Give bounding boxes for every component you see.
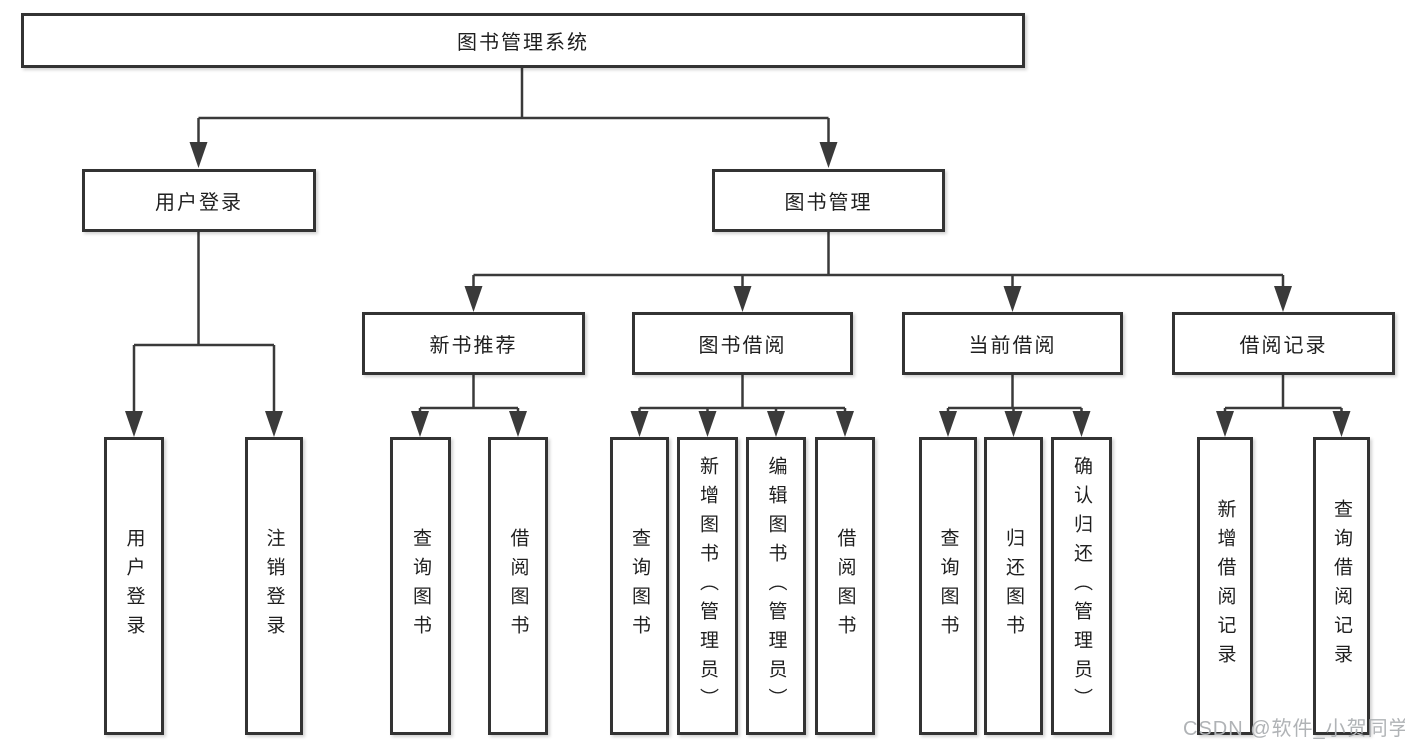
watermark: CSDN @软件_小贺同学 bbox=[1183, 718, 1405, 740]
node-leaf-query-books-recommend: 查询图书 bbox=[390, 437, 451, 735]
node-leaf-return-books: 归还图书 bbox=[984, 437, 1043, 735]
node-current-borrowing: 当前借阅 bbox=[902, 312, 1123, 375]
node-leaf-logout: 注销登录 bbox=[245, 437, 303, 735]
node-new-book-recommendation: 新书推荐 bbox=[362, 312, 585, 375]
node-user-login: 用户登录 bbox=[82, 169, 316, 232]
node-leaf-add-books-admin: 新增图书（管理员） bbox=[677, 437, 738, 735]
node-leaf-query-books-current: 查询图书 bbox=[919, 437, 977, 735]
node-leaf-edit-books-admin: 编辑图书（管理员） bbox=[746, 437, 806, 735]
node-library-management-system: 图书管理系统 bbox=[21, 13, 1025, 68]
node-leaf-query-borrow-record: 查询借阅记录 bbox=[1313, 437, 1370, 735]
node-leaf-add-borrow-record: 新增借阅记录 bbox=[1197, 437, 1253, 735]
node-leaf-query-books-borrowing: 查询图书 bbox=[610, 437, 669, 735]
node-leaf-borrow-books-recommend: 借阅图书 bbox=[488, 437, 548, 735]
node-book-management: 图书管理 bbox=[712, 169, 945, 232]
node-leaf-user-login: 用户登录 bbox=[104, 437, 164, 735]
node-borrowing-records: 借阅记录 bbox=[1172, 312, 1395, 375]
node-leaf-confirm-return-admin: 确认归还（管理员） bbox=[1051, 437, 1112, 735]
node-book-borrowing: 图书借阅 bbox=[632, 312, 853, 375]
node-leaf-borrow-books: 借阅图书 bbox=[815, 437, 875, 735]
